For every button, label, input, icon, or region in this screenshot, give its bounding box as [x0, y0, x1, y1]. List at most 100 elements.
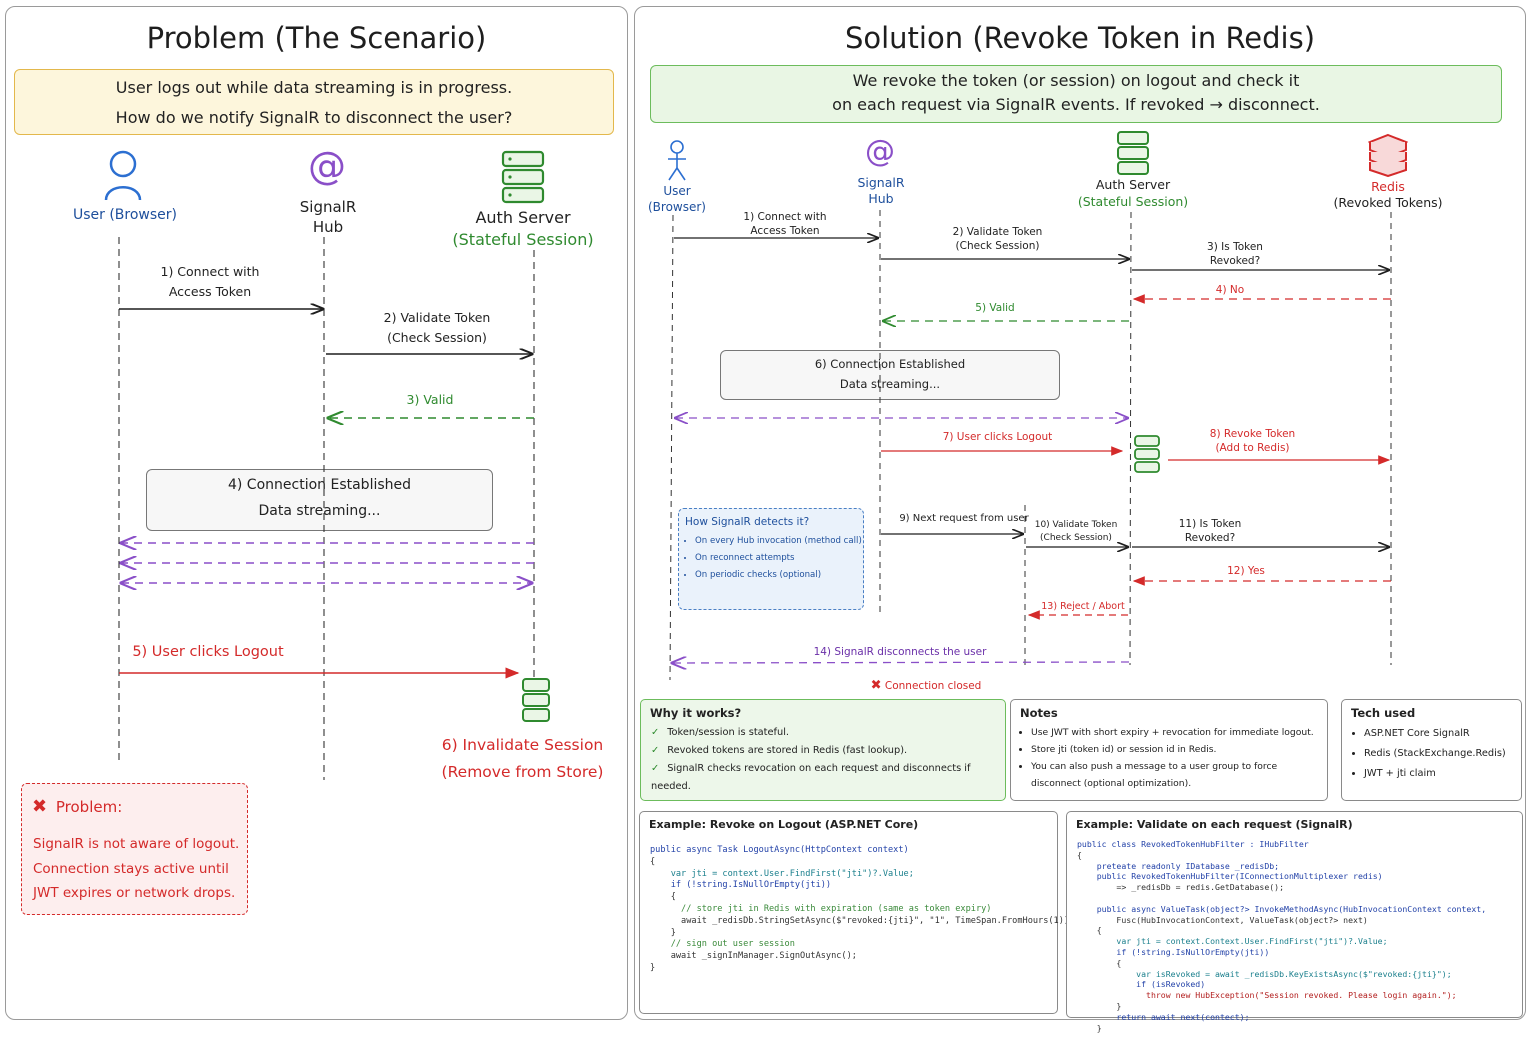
notes-item-2: Store jti (token id) or session id in Re…	[1031, 741, 1327, 758]
right-server-icon	[1117, 131, 1149, 175]
code1-line: }	[650, 927, 676, 938]
right-hub-line-2: Hub	[868, 191, 894, 206]
detects-title: How SignalR detects it?	[685, 516, 810, 528]
detects-box: How SignalR detects it? On every Hub inv…	[678, 508, 864, 610]
notes-title: Notes	[1020, 706, 1058, 720]
hub-label-line-1: SignalR	[299, 198, 357, 216]
why-item-1: Token/session is stateful.	[651, 724, 1005, 742]
tech-item-2: Redis (StackExchange.Redis)	[1364, 744, 1521, 764]
right-auth-label: Auth Server (Stateful Session)	[1063, 176, 1203, 210]
right-user-line-2: (Browser)	[648, 200, 706, 214]
msg-1-line-1: 1) Connect with	[160, 264, 260, 279]
connection-closed: ✖ Connection closed	[870, 679, 982, 693]
stick-user-icon	[668, 140, 686, 181]
r-msg-10-line-1: 10) Validate Token	[1034, 520, 1118, 530]
conn-box-line-2: Data streaming...	[258, 503, 381, 519]
server-icon	[501, 150, 545, 204]
r-msg-8-line-1: 8) Revoke Token	[1209, 428, 1296, 440]
left-msg-5: 5) User clicks Logout	[132, 644, 284, 660]
msg-2-line-1: 2) Validate Token	[383, 310, 491, 325]
msg-6-line-2: (Remove from Store)	[441, 763, 604, 781]
code1-title: Example: Revoke on Logout (ASP.NET Core)	[649, 818, 919, 831]
r-msg-3-line-2: Revoked?	[1209, 255, 1261, 267]
r-conn-line-1: 6) Connection Established	[814, 357, 966, 371]
solution-banner: We revoke the token (or session) on logo…	[650, 65, 1502, 123]
redis-line-1: Redis	[1371, 179, 1405, 194]
code1-line: }	[650, 962, 656, 973]
right-hub-label: SignalR Hub	[845, 175, 917, 207]
auth-label-line-1: Auth Server	[475, 208, 571, 227]
r-msg-11-line-1: 11) Is Token	[1178, 518, 1242, 530]
code1-line: // store jti in Redis with expiration (s…	[650, 903, 992, 914]
msg-6-line-1: 6) Invalidate Session	[441, 736, 604, 754]
right-auth-line-1: Auth Server	[1095, 177, 1171, 192]
code2-line: preteate readonly IDatabase _redisDb;	[1077, 860, 1280, 871]
right-msg-1: 1) Connect with Access Token	[735, 210, 835, 238]
detects-item-2: On reconnect attempts	[695, 550, 862, 567]
code2-line: var jti = context.Context.User.FindFirst…	[1077, 936, 1388, 947]
right-msg-14: 14) SignalR disconnects the user	[813, 646, 987, 658]
why-item-3: SignalR checks revocation on each reques…	[651, 760, 1005, 796]
right-msg-5: 5) Valid	[975, 302, 1015, 314]
problem-banner: User logs out while data streaming is in…	[14, 69, 614, 135]
right-msg-13: 13) Reject / Abort	[1041, 601, 1125, 612]
right-server-icon-small	[1134, 435, 1160, 473]
left-connection-box: 4) Connection Established Data streaming…	[146, 469, 493, 531]
left-user-label: User (Browser)	[72, 207, 177, 223]
notes-item-3: You can also push a message to a user gr…	[1031, 758, 1327, 792]
user-icon	[104, 150, 142, 201]
right-msg-2: 2) Validate Token (Check Session)	[945, 225, 1050, 253]
right-user-label: User (Browser)	[640, 183, 714, 215]
r-msg-11-line-2: Revoked?	[1184, 532, 1236, 544]
tech-item-1: ASP.NET Core SignalR	[1364, 724, 1521, 744]
solution-banner-line-2: on each request via SignalR events. If r…	[832, 95, 1320, 114]
r-conn-line-2: Data streaming...	[839, 377, 941, 391]
problem-line-2: Connection stays active until	[33, 860, 229, 877]
code1-line: await _signInManager.SignOutAsync();	[650, 951, 857, 962]
code2-line: public async ValueTask(object?> InvokeMe…	[1077, 903, 1487, 914]
msg-2-line-2: (Check Session)	[387, 330, 487, 345]
left-hub-label: SignalR Hub	[288, 197, 368, 237]
hub-label-line-2: Hub	[312, 218, 344, 236]
code2-line: }	[1077, 1022, 1102, 1033]
right-user-line-1: User	[663, 184, 691, 198]
notes-card: Notes Use JWT with short expiry + revoca…	[1010, 699, 1328, 801]
code2-line: if (!string.IsNullOrEmpty(jti))	[1077, 946, 1270, 957]
x-icon: ✖	[32, 796, 48, 817]
code2-title: Example: Validate on each request (Signa…	[1076, 818, 1353, 831]
closed-label: Connection closed	[884, 680, 982, 692]
r-msg-10-line-2: (Check Session)	[1040, 533, 1112, 543]
solution-banner-line-1: We revoke the token (or session) on logo…	[852, 71, 1300, 90]
code2-line: Fusc(HubInvocationContext, ValueTask(obj…	[1077, 914, 1368, 925]
left-msg-3: 3) Valid	[406, 392, 454, 407]
code1-line: {	[650, 892, 676, 903]
problem-box-title: ✖ Problem:	[32, 796, 122, 817]
right-auth-line-2: (Stateful Session)	[1077, 194, 1189, 209]
right-msg-4: 4) No	[1215, 284, 1245, 296]
server-icon-small	[522, 678, 550, 722]
code2-block: public class RevokedTokenHubFilter : IHu…	[1067, 835, 1522, 1037]
tech-card: Tech used ASP.NET Core SignalR Redis (St…	[1341, 699, 1522, 801]
right-hub-line-1: SignalR	[857, 175, 905, 190]
code1-line: public async Task LogoutAsync(HttpContex…	[650, 845, 909, 855]
right-redis-label: Redis (Revoked Tokens)	[1328, 179, 1448, 211]
code-card-validate: Example: Validate on each request (Signa…	[1066, 811, 1523, 1033]
msg-1-line-2: Access Token	[168, 284, 252, 299]
right-msg-7: 7) User clicks Logout	[942, 431, 1053, 443]
r-msg-3-line-1: 3) Is Token	[1207, 241, 1263, 253]
code1-line: if (!string.IsNullOrEmpty(jti))	[650, 880, 832, 891]
problem-line-3: JWT expires or network drops.	[33, 885, 236, 901]
banner-line-1: User logs out while data streaming is in…	[115, 78, 513, 97]
code1-line: // sign out user session	[650, 939, 795, 950]
code2-line: return await next(contect);	[1077, 1011, 1250, 1022]
left-msg-2: 2) Validate Token (Check Session)	[372, 308, 502, 348]
auth-label-line-2: (Stateful Session)	[452, 230, 594, 249]
code2-line: {	[1077, 925, 1102, 936]
problem-line-1: SignalR is not aware of logout.	[33, 836, 240, 852]
code2-line: {	[1077, 957, 1122, 968]
conn-box-line-1: 4) Connection Established	[227, 477, 412, 493]
code2-line: public class RevokedTokenHubFilter : IHu…	[1077, 839, 1309, 849]
code1-block: public async Task LogoutAsync(HttpContex…	[640, 835, 1074, 979]
r-msg-1-line-2: Access Token	[750, 225, 820, 237]
solution-title: Solution (Revoke Token in Redis)	[844, 21, 1316, 55]
